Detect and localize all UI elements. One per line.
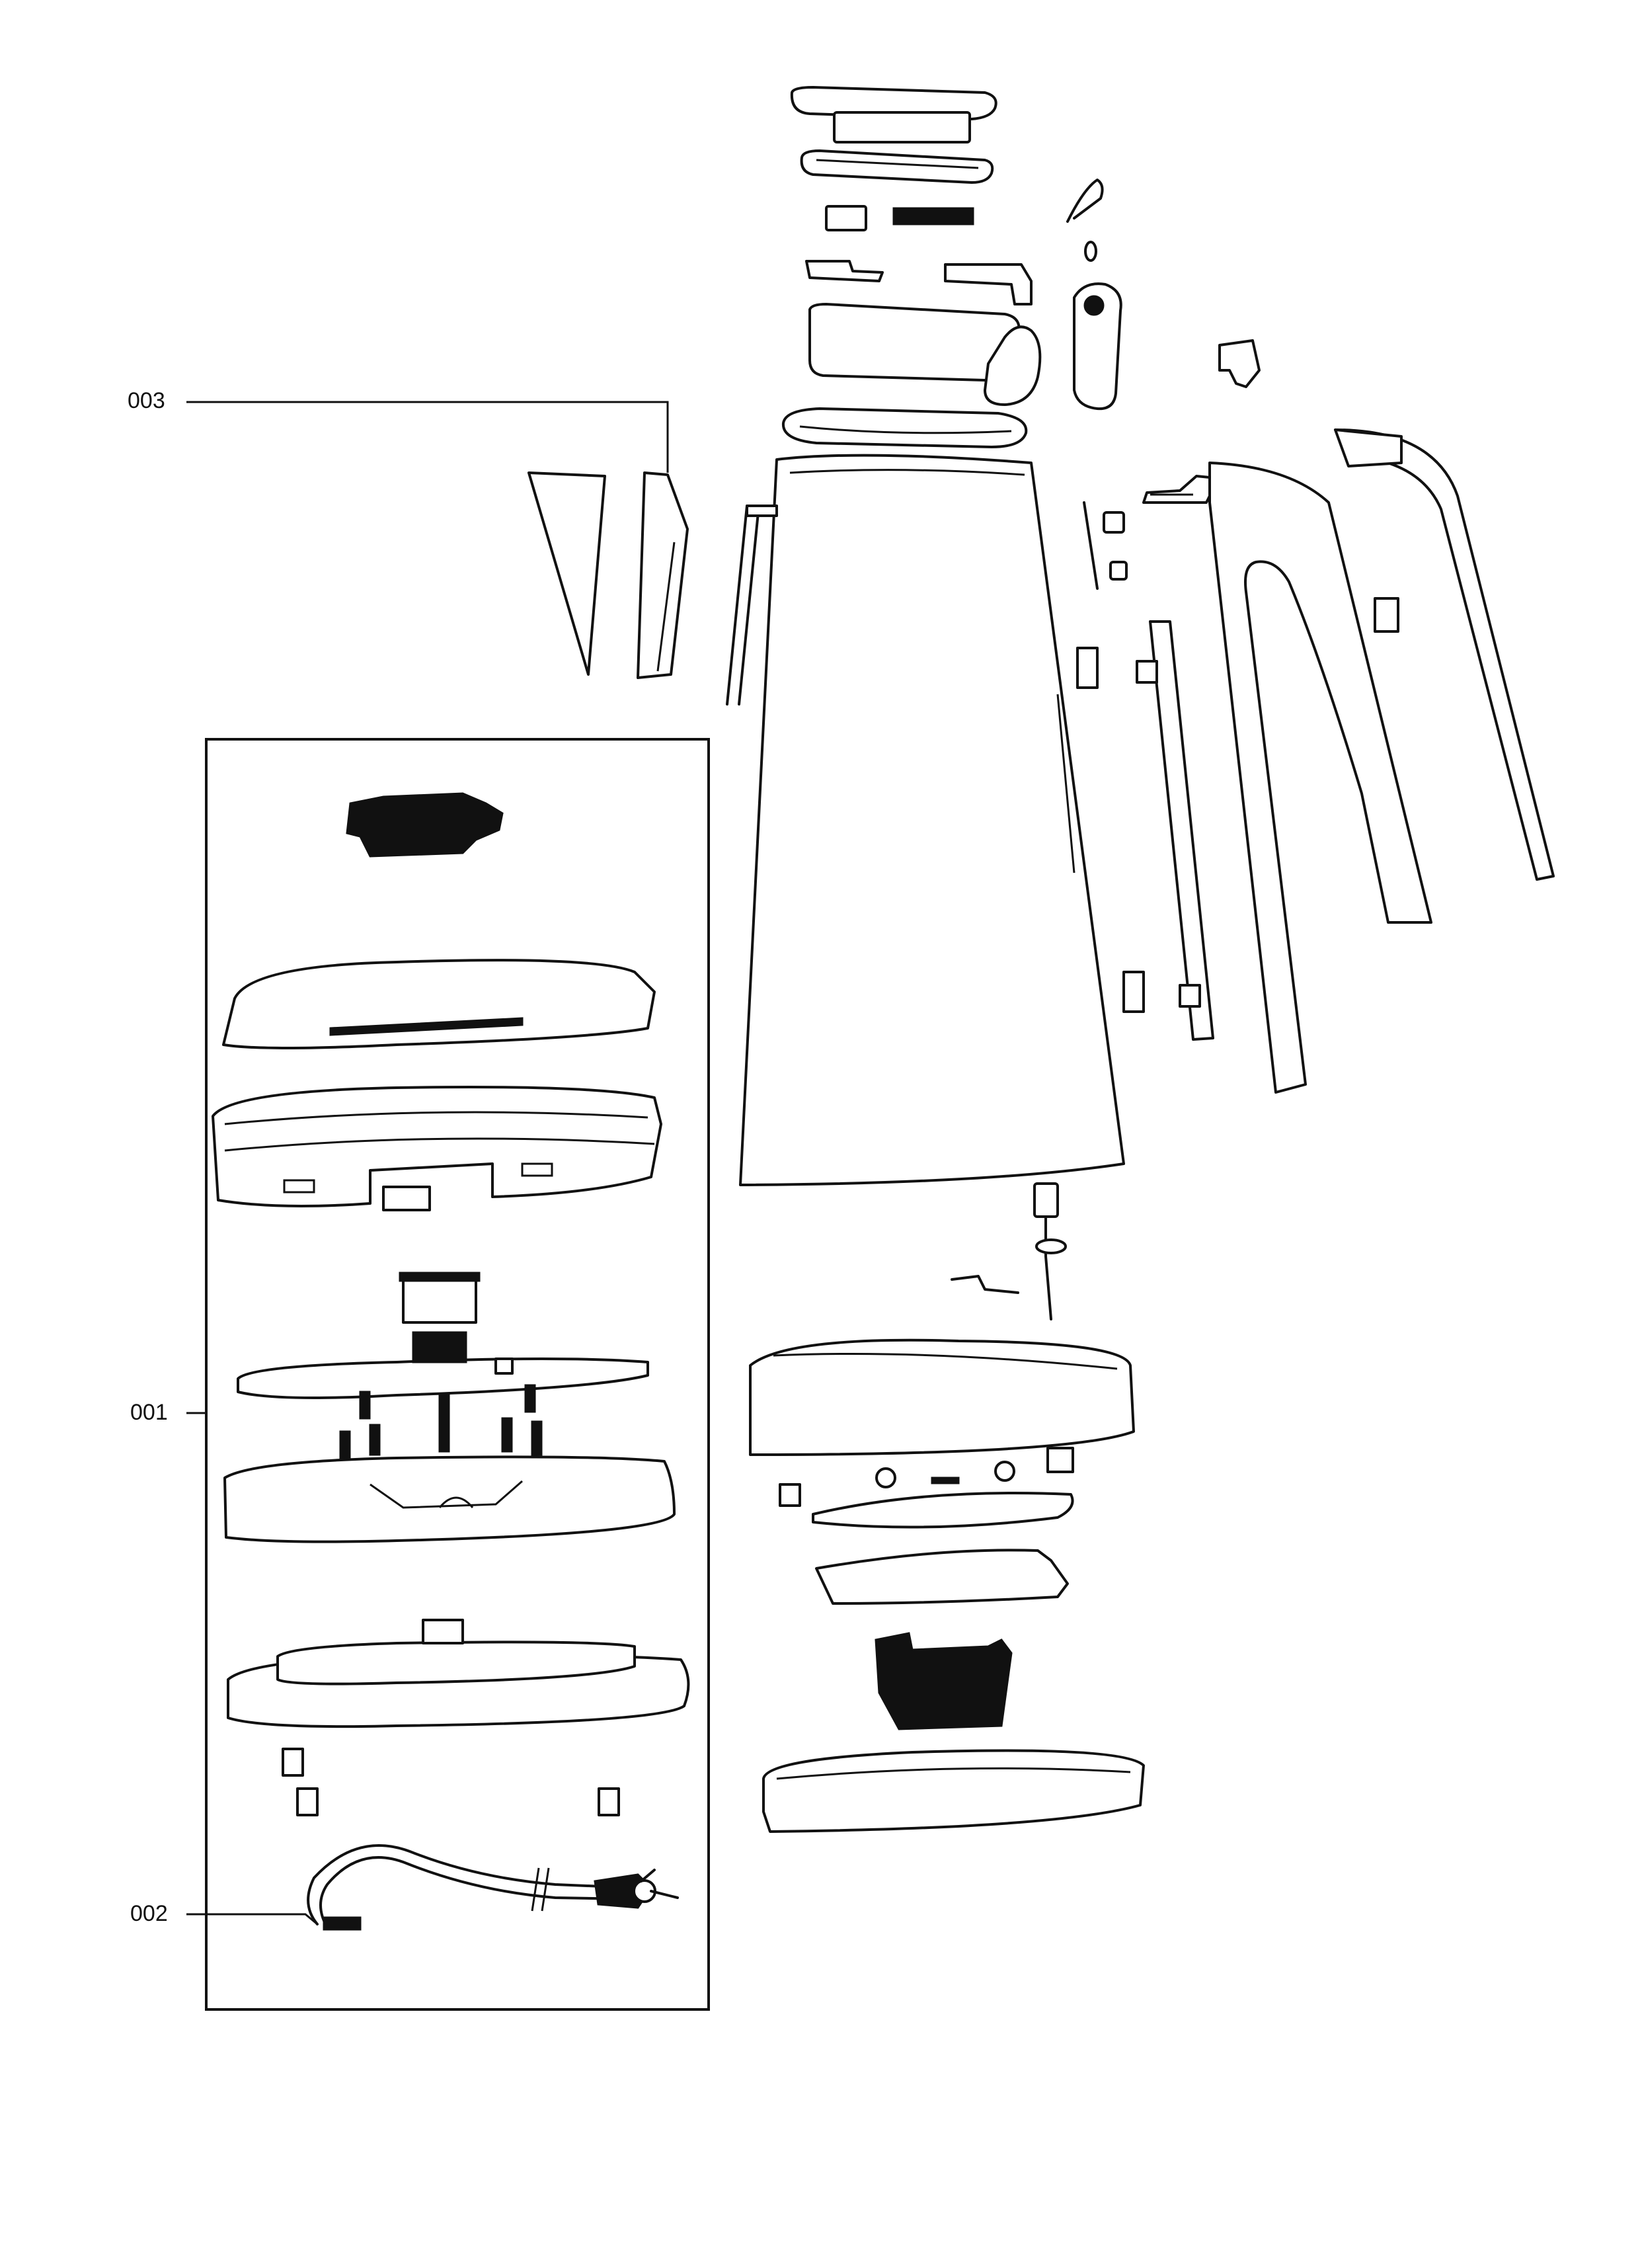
callout-003: 003 bbox=[128, 388, 165, 413]
leader-003 bbox=[186, 401, 669, 473]
lid-assembly bbox=[781, 86, 1042, 448]
thermostat-parts bbox=[749, 1182, 1145, 1833]
handle-assembly bbox=[1142, 428, 1555, 1094]
callout-001: 001 bbox=[130, 1400, 168, 1425]
gauge-parts bbox=[1076, 501, 1214, 1041]
base-group-frame bbox=[205, 738, 710, 2011]
base-group-parts bbox=[212, 792, 690, 1931]
callout-002: 002 bbox=[130, 1901, 168, 1926]
kettle-body bbox=[739, 454, 1125, 1186]
spout-parts bbox=[527, 471, 778, 706]
lid-small-parts bbox=[1066, 179, 1261, 411]
